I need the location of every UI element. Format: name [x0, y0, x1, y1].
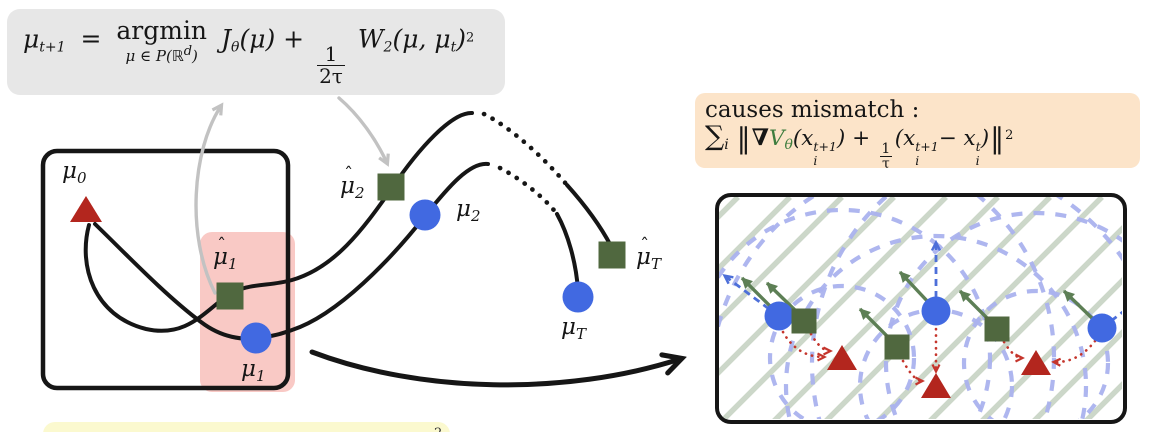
gradient-arrow — [765, 281, 799, 314]
mismatch-arrow — [809, 332, 833, 356]
trajectory-curve-true-end — [555, 212, 580, 292]
trajectory-curve-hat-dotted — [481, 111, 570, 188]
pink-highlight-region — [200, 232, 295, 392]
mismatch-arrow — [901, 359, 925, 386]
particles-panel-svg — [719, 197, 1122, 419]
gradient-arrow — [1062, 289, 1096, 322]
mu1-circle — [240, 322, 272, 354]
particle-circle — [1087, 313, 1117, 343]
nabla-symbol: ∇ — [751, 124, 769, 152]
potential-v-theta: V — [768, 126, 785, 152]
w2-ball-arc — [767, 283, 917, 419]
w2-ball-arc — [961, 288, 1111, 419]
jko-w2-term: W — [357, 24, 384, 54]
trajectory-curve-true-dotted — [497, 165, 560, 217]
mu0-triangle — [70, 196, 102, 222]
particles-panel — [715, 193, 1127, 424]
particle-triangle — [921, 373, 951, 398]
mu1hat-square — [216, 282, 244, 310]
gradient-arrow — [740, 276, 774, 310]
particle-circle — [921, 296, 951, 326]
mismatch-arrow — [1051, 339, 1097, 367]
state-space-box-border — [40, 148, 291, 391]
level-set-line — [1032, 329, 1122, 419]
jko-argmin-constraint: μ ∈ P(ℝd) — [125, 44, 198, 65]
w2-ball-arc — [783, 233, 1089, 419]
mu2-circle — [409, 199, 441, 231]
label-muT: μT — [561, 314, 586, 343]
particle-square — [984, 316, 1010, 342]
gradient-arrow — [898, 270, 931, 305]
label-mu0: μ0 — [62, 158, 87, 187]
muThat-square — [598, 241, 626, 269]
trajectory-curve-hat-end — [565, 183, 613, 248]
w2-ball-arc — [719, 207, 993, 419]
gray-arrow-formula-to-mu2hat — [337, 96, 390, 167]
particle-circle — [764, 301, 794, 331]
level-set-line — [720, 197, 948, 419]
particle-triangle — [1021, 350, 1051, 375]
jko-argmin-block: argmin μ ∈ P(ℝd) — [116, 15, 208, 65]
label-mu2: μ2 — [456, 196, 481, 225]
note-box: 2 — [43, 422, 450, 432]
w2-arrow — [722, 274, 770, 311]
gradient-arrow — [958, 289, 992, 323]
particle-square — [791, 308, 817, 334]
zoom-in-arrow — [309, 349, 680, 388]
mismatch-arrow — [781, 330, 827, 362]
particle-triangle — [827, 345, 857, 370]
level-set-line — [719, 197, 844, 324]
mismatch-title: causes mismatch : — [705, 97, 920, 123]
level-set-line — [980, 277, 1122, 419]
level-set-line — [719, 197, 792, 272]
note-partial-superscript: 2 — [434, 426, 442, 432]
jko-lhs: μ — [23, 24, 40, 54]
gray-arrow-mu1hat-to-formula — [194, 102, 224, 295]
particle-square — [884, 334, 910, 360]
w2-ball-arc — [883, 210, 1122, 419]
gradient-arrow — [858, 307, 892, 341]
label-mu1: μ1 — [241, 356, 266, 385]
mu2hat-square — [377, 173, 405, 201]
muT-circle — [562, 281, 594, 313]
jko-objective: J — [221, 24, 232, 54]
